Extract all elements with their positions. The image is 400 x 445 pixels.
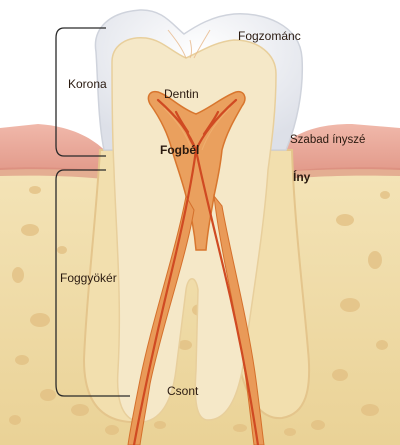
label-gum: Íny — [293, 170, 310, 184]
gum-right — [278, 124, 400, 172]
label-dentin: Dentin — [164, 87, 199, 101]
label-free-gum: Szabad ínyszé — [290, 133, 365, 147]
gum-left — [0, 124, 110, 172]
label-bone: Csont — [167, 384, 198, 398]
label-enamel: Fogzománc — [238, 29, 301, 43]
label-pulp: Fogbél — [160, 143, 199, 157]
label-root: Foggyökér — [60, 271, 117, 285]
label-crown: Korona — [68, 77, 107, 91]
